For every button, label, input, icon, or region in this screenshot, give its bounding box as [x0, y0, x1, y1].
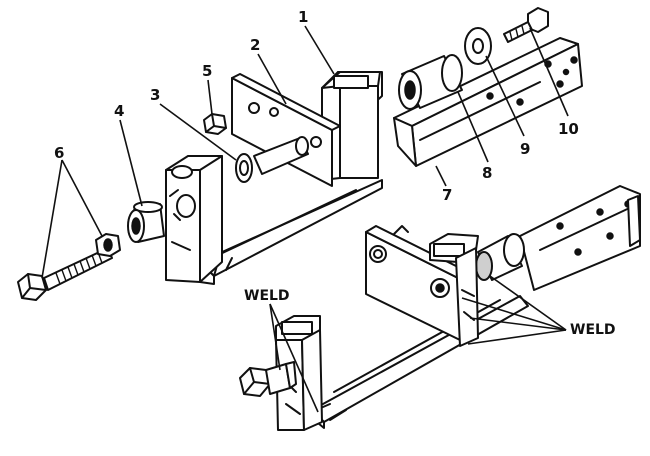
assembled-square-tube-right [429, 233, 479, 347]
callout-8: 8 [482, 164, 492, 182]
bolt-thread-marks [55, 251, 103, 285]
callout-leaders [41, 25, 569, 279]
weld-label-group-right: WELD [461, 275, 616, 345]
flat-washer-part-9 [464, 27, 492, 65]
left-upright-with-hole [165, 155, 223, 283]
channel-rail-part-7 [393, 37, 583, 167]
callout-4: 4 [114, 102, 124, 120]
callout-5: 5 [202, 62, 212, 80]
weld-label-right: WELD [570, 322, 616, 338]
pin-axle-part-3 [235, 136, 309, 183]
spacer-tube-part-4 [127, 201, 165, 243]
hex-nut-part-6 [95, 233, 121, 257]
small-bolt-part-10 [503, 7, 549, 43]
assembled-view [239, 185, 641, 431]
weld-label-left: WELD [244, 288, 290, 304]
callout-10: 10 [558, 120, 579, 138]
callout-6: 6 [54, 144, 64, 162]
bushing-sleeve-part-8 [398, 54, 463, 110]
assembled-bushing [475, 233, 525, 281]
base-channel [199, 179, 383, 285]
bolt-part-6 [17, 247, 113, 301]
small-nut-part-5 [203, 113, 227, 135]
weld-label-group-left: WELD [244, 288, 319, 413]
assembled-rail [519, 185, 641, 291]
callout-numbers: 1 2 3 4 5 6 7 8 9 10 [54, 8, 579, 204]
exploded-view [17, 7, 583, 301]
callout-9: 9 [520, 140, 530, 158]
plate-part-2 [231, 73, 341, 187]
callout-3: 3 [150, 86, 160, 104]
assembled-bolt-head [239, 361, 297, 397]
callout-2: 2 [250, 36, 260, 54]
callout-7: 7 [442, 186, 452, 204]
callout-1: 1 [298, 8, 308, 26]
